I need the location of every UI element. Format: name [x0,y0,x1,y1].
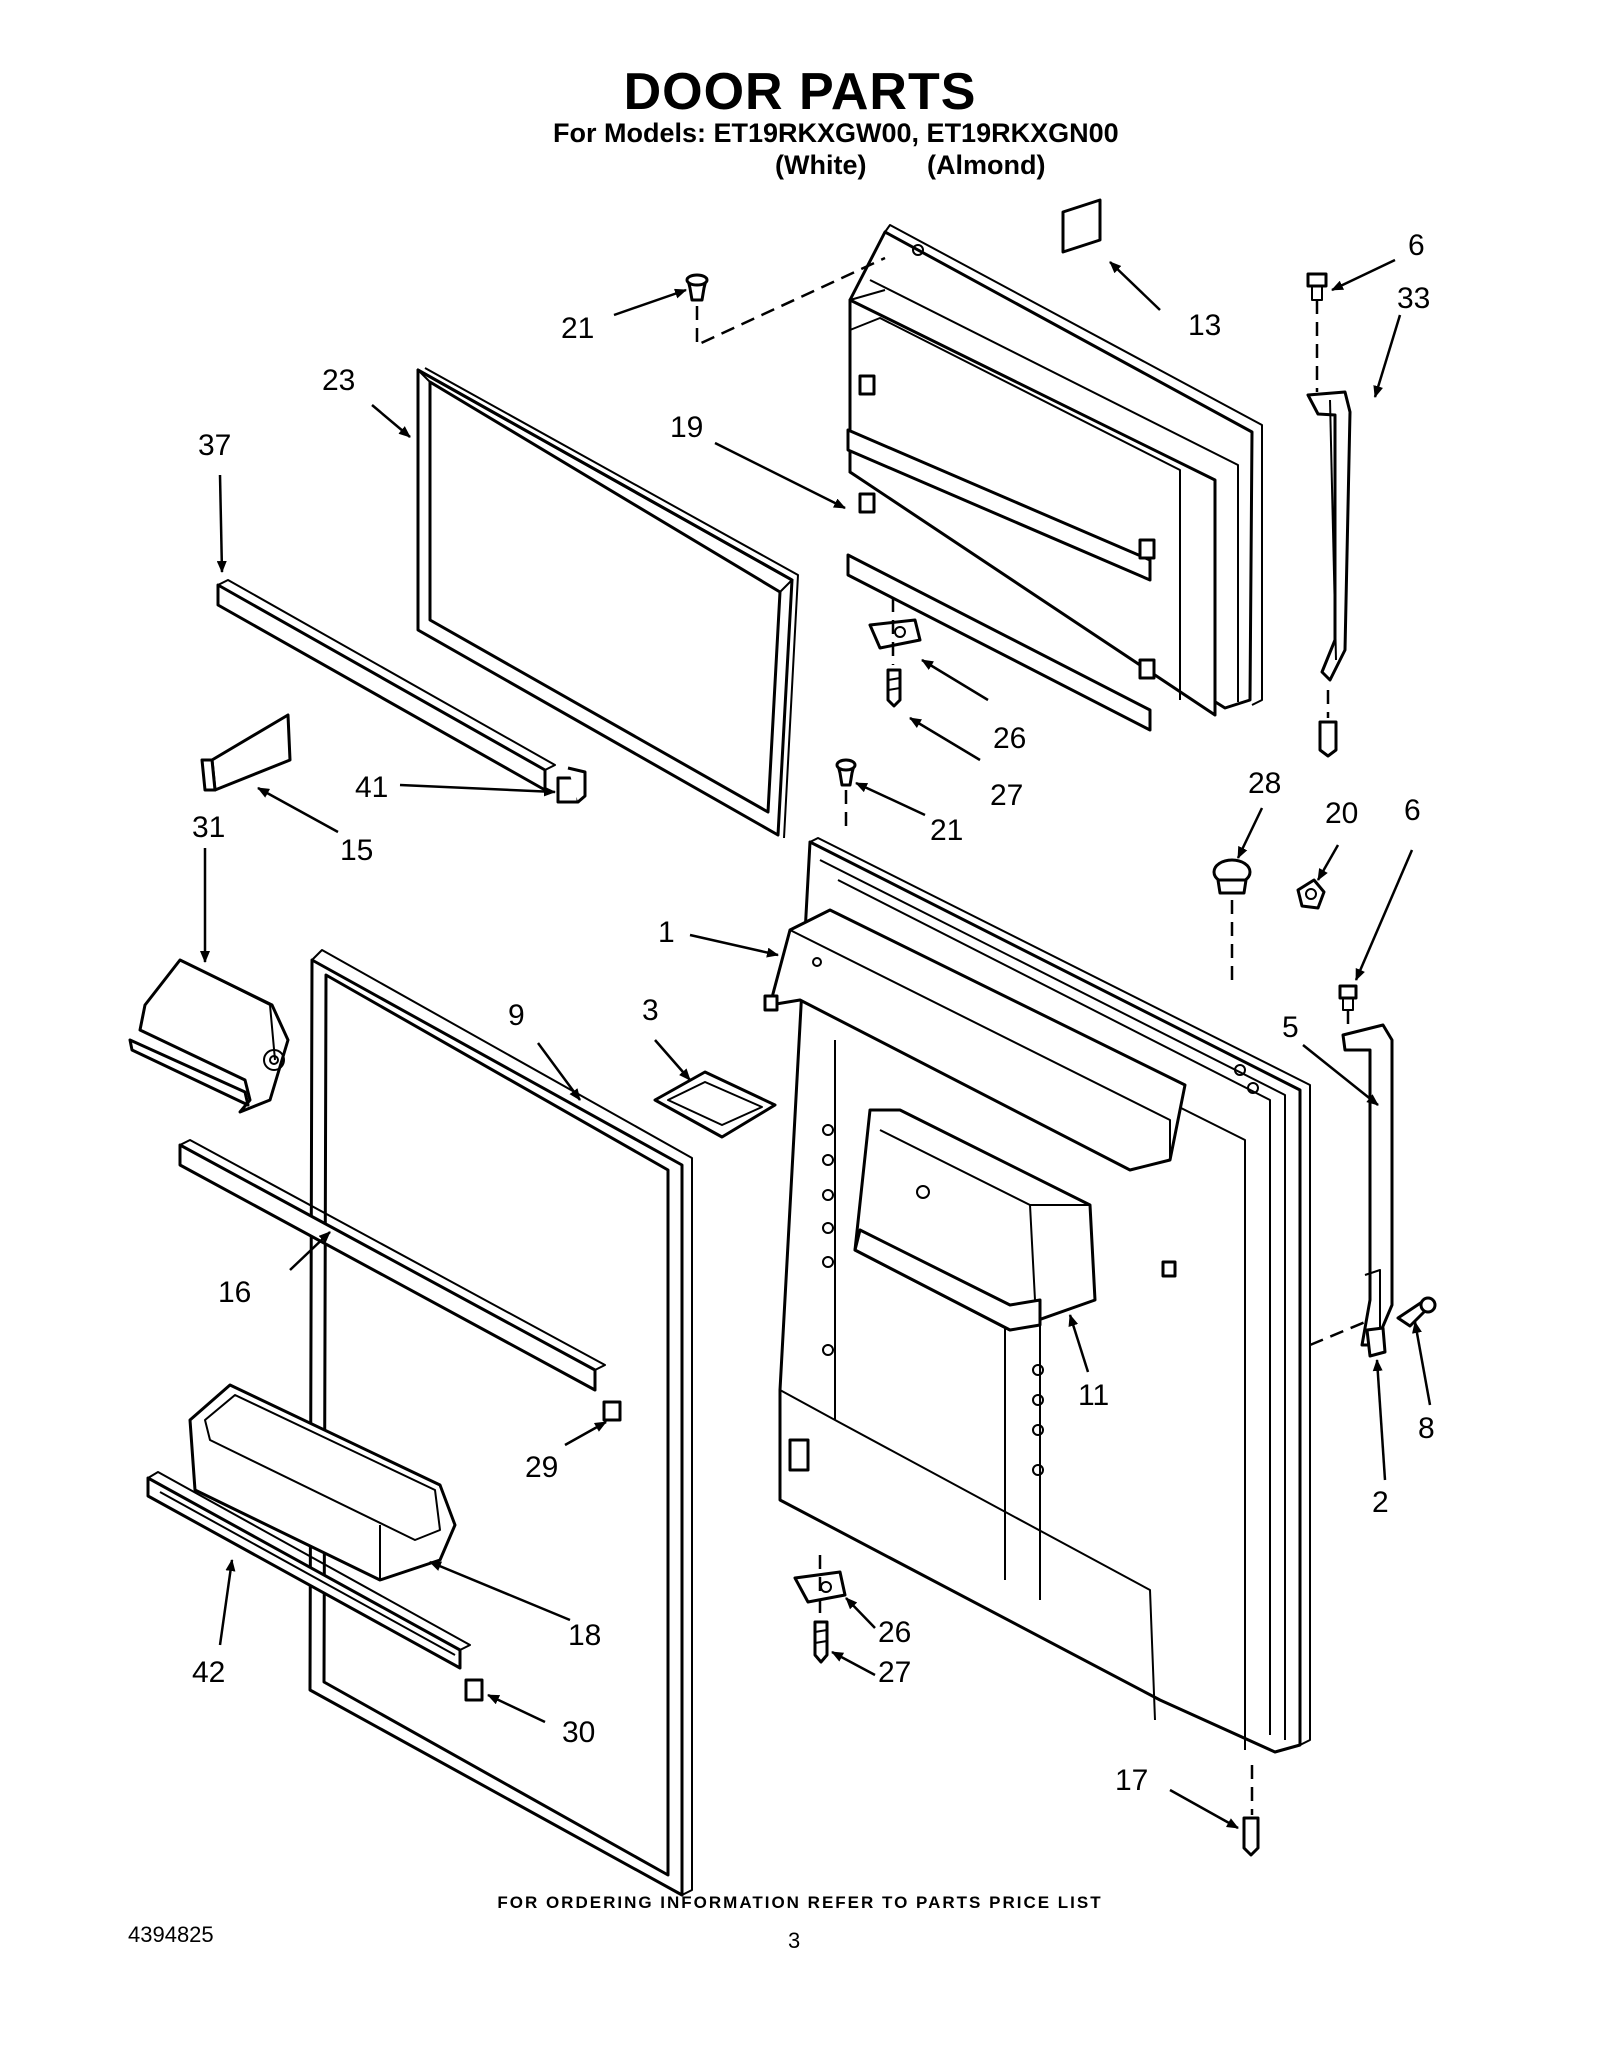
callout-29: 29 [525,1451,558,1484]
callout-5: 5 [1282,1011,1299,1044]
screw-6-middle [1338,984,1358,1030]
callout-17: 17 [1115,1764,1148,1797]
callout-28: 28 [1248,767,1281,800]
freezer-gasket [416,367,799,839]
callout-13: 13 [1188,309,1221,342]
callout-labels: 21 23 19 13 6 33 37 41 15 31 26 27 21 28… [192,229,1435,1797]
page-title: DOOR PARTS [623,63,977,121]
callout-6-top: 6 [1408,229,1425,262]
clip-part-29 [602,1400,622,1422]
callout-3: 3 [642,994,659,1027]
hinge-33 [1306,390,1352,682]
callout-6-middle: 6 [1404,794,1421,827]
hinge-26-bottom [793,1555,847,1615]
bin-part-31 [128,958,290,1114]
page-number: 3 [788,1928,801,1953]
callout-19: 19 [670,411,703,444]
clip-part-20 [1296,878,1326,910]
callout-9: 9 [508,999,525,1032]
door-bin-part-18 [188,1383,457,1582]
screw-6-lower [1318,690,1338,758]
plug-part-28 [1212,858,1252,985]
pad-part-3 [653,1070,777,1139]
screw-part-17 [1242,1765,1260,1857]
models-line: For Models: ET19RKXGW00, ET19RKXGN00 [553,118,1119,148]
screw-21-middle [835,758,857,830]
callout-1: 1 [658,916,675,949]
bracket-part-2 [1365,1326,1387,1358]
callout-26-top: 26 [993,722,1026,755]
callout-26-bottom: 26 [878,1616,911,1649]
cover-part-15 [200,713,292,792]
callout-21-middle: 21 [930,814,963,847]
color-white-label: (White) [775,150,867,180]
door-bin-part-11 [853,1108,1097,1332]
callout-20: 20 [1325,797,1358,830]
leader-arrows [200,258,1432,1830]
callout-18: 18 [568,1619,601,1652]
callout-2: 2 [1372,1486,1389,1519]
door-dairy-compartment [763,908,1187,1278]
callout-30: 30 [562,1716,595,1749]
callout-33: 33 [1397,282,1430,315]
label-part-13 [1061,198,1102,254]
fresh-food-gasket [308,949,693,1897]
screw-6-top [1306,272,1328,392]
color-almond-label: (Almond) [927,150,1046,180]
clip-part-41 [556,766,587,804]
document-number: 4394825 [128,1922,214,1947]
ordering-information-note: FOR ORDERING INFORMATION REFER TO PARTS … [497,1893,1103,1912]
hinge-part-5 [1341,1023,1394,1347]
callout-31: 31 [192,811,225,844]
screw-21-top [685,273,709,302]
callout-37: 37 [198,429,231,462]
freezer-door-liner [846,224,1263,732]
callout-16: 16 [218,1276,251,1309]
callout-8: 8 [1418,1412,1435,1445]
shelf-rail-part-16 [178,1139,606,1392]
shelf-rail-part-42 [146,1471,471,1670]
callout-42: 42 [192,1656,225,1689]
screw-part-8 [1396,1296,1437,1328]
screw-27-bottom [813,1620,829,1664]
callout-11: 11 [1078,1379,1109,1412]
screw-27-top [886,668,902,708]
callout-23: 23 [322,364,355,397]
callout-15: 15 [340,834,373,867]
callout-41: 41 [355,771,388,804]
callout-27-top: 27 [990,779,1023,812]
callout-21-top: 21 [561,312,594,345]
callout-27-bottom: 27 [878,1656,911,1689]
hinge-26-top [868,598,922,665]
clip-part-30 [464,1678,484,1702]
